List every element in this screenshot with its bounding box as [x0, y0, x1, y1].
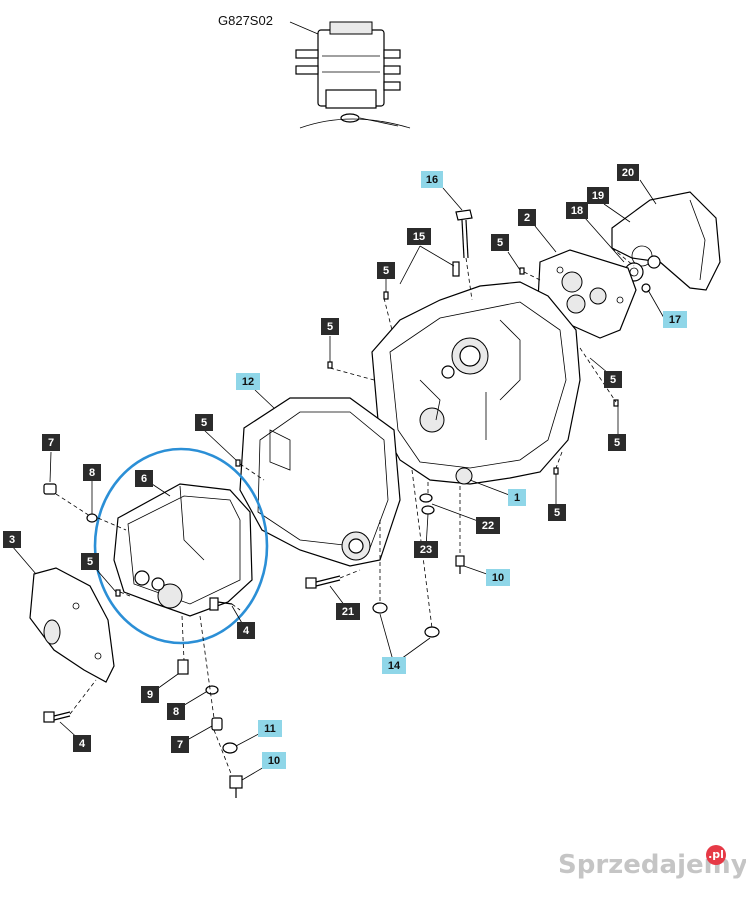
callout-12: 12	[236, 373, 260, 390]
callout-5: 5	[548, 504, 566, 521]
svg-text:15: 15	[413, 231, 425, 243]
callout-6: 6	[135, 470, 153, 487]
callout-7: 7	[171, 736, 189, 753]
right-side-cover	[611, 191, 721, 291]
callout-21: 21	[336, 603, 360, 620]
svg-text:9: 9	[147, 689, 153, 701]
callout-4: 4	[237, 622, 255, 639]
end-cover	[29, 567, 115, 683]
svg-text:20: 20	[622, 167, 634, 179]
svg-text:5: 5	[87, 556, 93, 568]
callout-14: 14	[382, 657, 406, 674]
dipstick	[455, 209, 473, 259]
highlight-circle	[93, 447, 269, 645]
callout-16: 16	[421, 171, 443, 188]
svg-text:23: 23	[420, 544, 432, 556]
callout-22: 22	[476, 517, 500, 534]
callout-7: 7	[42, 434, 60, 451]
main-housing	[371, 281, 581, 485]
callout-5: 5	[491, 234, 509, 251]
fasteners	[43, 267, 619, 798]
callout-4: 4	[73, 735, 91, 752]
callout-2: 2	[518, 209, 536, 226]
callout-9: 9	[141, 686, 159, 703]
svg-text:5: 5	[497, 237, 503, 249]
callout-1: 1	[508, 489, 526, 506]
callout-18: 18	[566, 202, 588, 219]
callout-5: 5	[604, 371, 622, 388]
svg-text:5: 5	[327, 321, 333, 333]
svg-text:10: 10	[268, 755, 280, 767]
svg-text:1: 1	[514, 492, 520, 504]
svg-text:3: 3	[9, 534, 15, 546]
svg-text:2: 2	[524, 212, 530, 224]
callout-10: 10	[486, 569, 510, 586]
callout-8: 8	[167, 703, 185, 720]
svg-text:4: 4	[243, 625, 250, 637]
svg-text:5: 5	[554, 507, 560, 519]
svg-text:5: 5	[201, 417, 207, 429]
svg-text:18: 18	[571, 205, 583, 217]
front-cover-housing	[113, 483, 253, 617]
svg-text:10: 10	[492, 572, 504, 584]
svg-text:19: 19	[592, 190, 604, 202]
valve-block-thumbnail	[289, 21, 411, 129]
svg-text:7: 7	[177, 739, 183, 751]
watermark-badge: .pl	[706, 845, 726, 865]
reference-code: G827S02	[218, 13, 273, 28]
svg-text:21: 21	[342, 606, 354, 618]
callout-5: 5	[321, 318, 339, 335]
svg-text:4: 4	[79, 738, 86, 750]
callout-20: 20	[617, 164, 639, 181]
callout-badges: 16 20 19 18 2 15 5 5 17 5 5 12 5 5 7 8 6…	[3, 164, 687, 769]
svg-text:8: 8	[89, 467, 95, 479]
leader-lines	[11, 179, 665, 781]
svg-text:7: 7	[48, 437, 54, 449]
svg-text:5: 5	[614, 437, 620, 449]
svg-text:17: 17	[669, 314, 681, 326]
svg-text:5: 5	[383, 265, 389, 277]
callout-5: 5	[195, 414, 213, 431]
svg-text:14: 14	[388, 660, 401, 672]
svg-text:6: 6	[141, 473, 147, 485]
svg-text:22: 22	[482, 520, 494, 532]
callout-17: 17	[663, 311, 687, 328]
svg-text:8: 8	[173, 706, 179, 718]
callout-15: 15	[407, 228, 431, 245]
svg-text:12: 12	[242, 376, 254, 388]
svg-text:11: 11	[264, 723, 276, 735]
callout-5: 5	[608, 434, 626, 451]
callout-5: 5	[377, 262, 395, 279]
callout-3: 3	[3, 531, 21, 548]
svg-text:5: 5	[610, 374, 616, 386]
svg-text:16: 16	[426, 174, 438, 186]
callout-5: 5	[81, 553, 99, 570]
callout-19: 19	[587, 187, 609, 204]
callout-8: 8	[83, 464, 101, 481]
intermediate-housing	[239, 397, 401, 567]
callout-10: 10	[262, 752, 286, 769]
pin-15	[452, 261, 460, 277]
callout-23: 23	[414, 541, 438, 558]
callout-11: 11	[258, 720, 282, 737]
